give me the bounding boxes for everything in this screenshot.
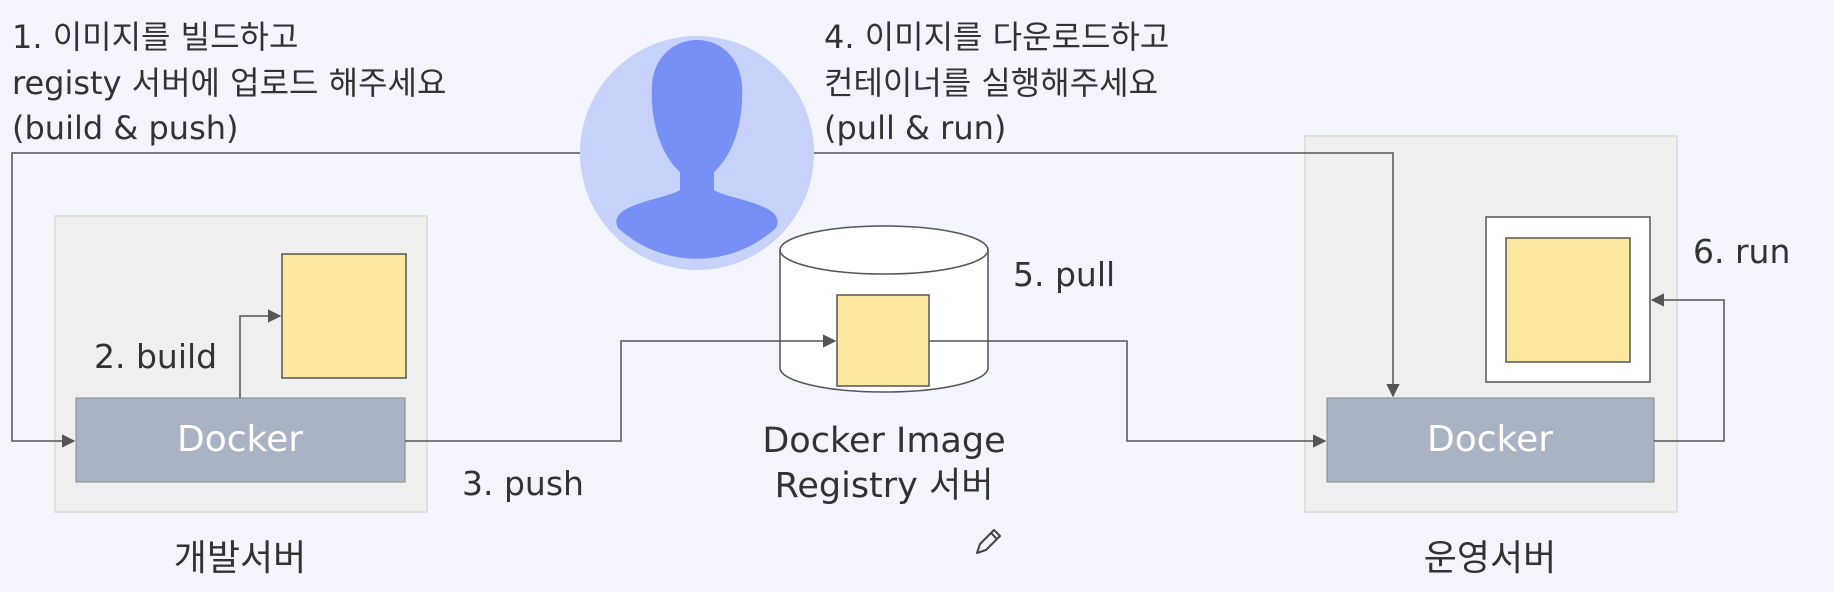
dev-instruction-line3: (build & push) bbox=[12, 109, 239, 147]
ops-instruction-line1: 4. 이미지를 다운로드하고 bbox=[824, 18, 1169, 56]
dev-instruction-line1: 1. 이미지를 빌드하고 bbox=[12, 18, 298, 56]
prod-docker-label: Docker bbox=[1427, 419, 1553, 460]
step-pull-label: 5. pull bbox=[1013, 255, 1115, 294]
dev-image-box bbox=[281, 253, 407, 379]
dev-instruction-line2: registy 서버에 업로드 해주세요 bbox=[12, 64, 446, 102]
step-push-label: 3. push bbox=[462, 464, 584, 503]
prod-server-name: 운영서버 bbox=[1424, 538, 1556, 579]
step-run-label: 6. run bbox=[1693, 232, 1790, 271]
run-arrow bbox=[1650, 293, 1725, 442]
registry-image-box bbox=[836, 294, 930, 387]
pencil-icon bbox=[976, 529, 1001, 554]
prod-docker-box bbox=[1326, 397, 1655, 483]
build-arrow bbox=[239, 309, 282, 398]
user-avatar-icon bbox=[580, 36, 814, 270]
ops-instruction-line2: 컨테이너를 실행해주세요 bbox=[824, 64, 1158, 102]
registry-name-line2: Registry 서버 bbox=[775, 466, 994, 506]
instruction-line-prod bbox=[812, 152, 1400, 398]
push-arrow bbox=[405, 334, 837, 442]
pull-arrow bbox=[929, 340, 1327, 448]
prod-image-box bbox=[1505, 237, 1631, 363]
instruction-line-dev bbox=[11, 152, 580, 448]
dev-server-name: 개발서버 bbox=[174, 538, 306, 579]
ops-instruction-line3: (pull & run) bbox=[824, 109, 1006, 147]
dev-docker-box bbox=[75, 397, 406, 483]
step-build-label: 2. build bbox=[94, 337, 217, 376]
dev-docker-label: Docker bbox=[177, 419, 303, 460]
registry-name-line1: Docker Image bbox=[762, 421, 1005, 461]
